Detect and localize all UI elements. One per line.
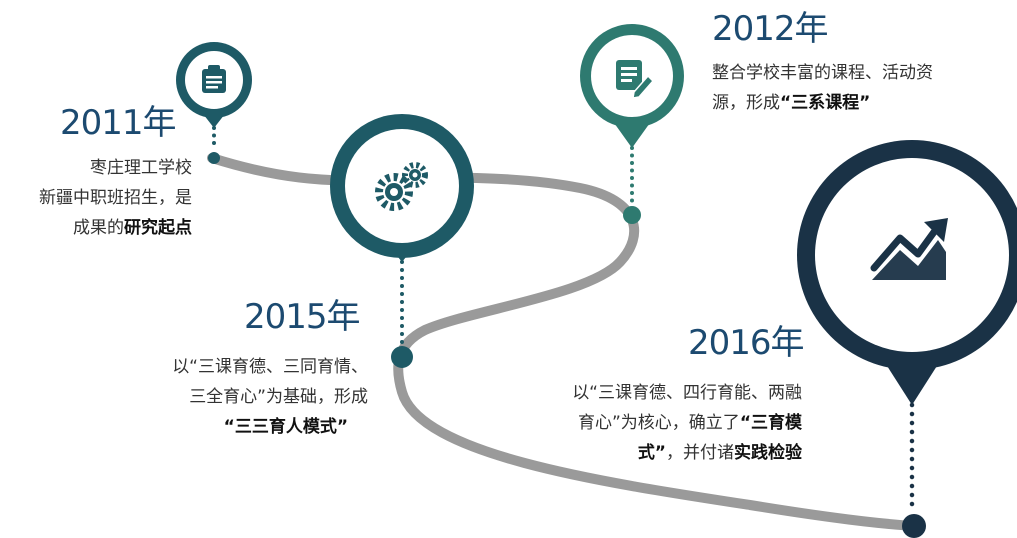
year-2015: 2015年: [244, 297, 361, 337]
year-2011: 2011年: [60, 103, 177, 143]
gears-icon: [375, 162, 428, 211]
edit-document-icon: [616, 60, 655, 99]
desc-2016-line-3: 式”，并付诸实践检验: [637, 443, 802, 463]
clipboard-icon: [202, 65, 226, 93]
desc-2015: 以“三课育德、三同育情、 三全育心”为基础，形成 “三三育人模式”: [120, 352, 368, 442]
growth-chart-icon: [870, 218, 948, 280]
desc-2012-line-1: 整合学校丰富的课程、活动资: [712, 63, 933, 83]
desc-2015-line-1: 以“三课育德、三同育情、: [172, 357, 368, 377]
desc-2015-line-2: 三全育心”为基础，形成: [189, 387, 368, 407]
pin-2015: [330, 114, 474, 262]
desc-2011-line-1: 枣庄理工学校: [90, 158, 192, 178]
desc-2011-line-3: 成果的研究起点: [73, 218, 192, 238]
pin-2012: [580, 24, 684, 148]
year-2016: 2016年: [688, 323, 805, 363]
path-dot-2012: [623, 206, 641, 224]
path-dot-2011: [208, 152, 220, 164]
desc-2016-line-1: 以“三课育德、四行育能、两融: [572, 383, 802, 403]
year-2012: 2012年: [712, 9, 829, 49]
desc-2016-line-2: 育心”为核心，确立了“三育模: [578, 413, 802, 433]
desc-2011: 枣庄理工学校 新疆中职班招生，是 成果的研究起点: [20, 153, 192, 243]
pin-2016: [797, 140, 1017, 405]
desc-2011-line-2: 新疆中职班招生，是: [39, 188, 192, 208]
pin-2011: [176, 42, 252, 128]
desc-2012: 整合学校丰富的课程、活动资 源，形成“三系课程”: [712, 58, 1002, 118]
path-dot-2016: [902, 514, 926, 538]
desc-2016: 以“三课育德、四行育能、两融 育心”为核心，确立了“三育模 式”，并付诸实践检验: [492, 378, 802, 468]
path-dot-2015: [391, 346, 413, 368]
desc-2015-line-3: “三三育人模式”: [223, 417, 348, 437]
desc-2012-line-2: 源，形成“三系课程”: [712, 93, 871, 113]
